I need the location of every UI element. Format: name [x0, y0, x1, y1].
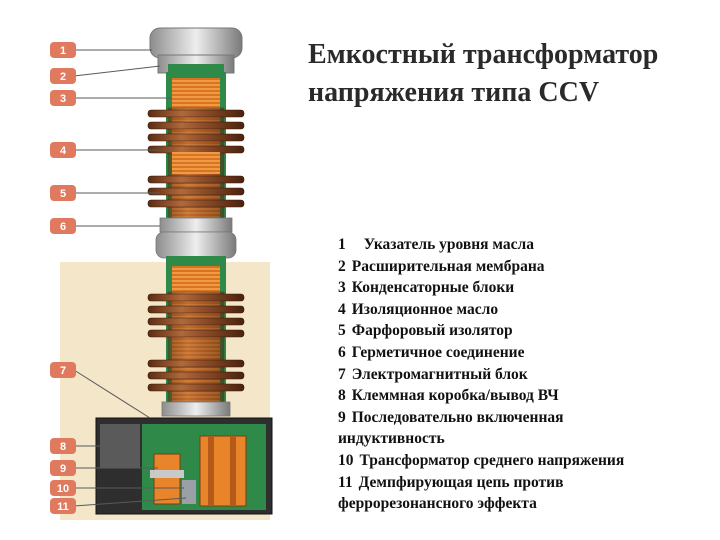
badge-8: 8 [50, 438, 76, 454]
legend-text: Герметичное соединение [351, 343, 525, 361]
oil-level-indicator-cap [149, 27, 243, 74]
badge-3: 3 [50, 90, 76, 106]
legend-num: 10 [338, 451, 354, 469]
legend-text: феррорезонансного эффекта [338, 495, 537, 513]
legend-num: 2 [338, 257, 346, 275]
svg-text:5: 5 [60, 188, 66, 200]
legend-text: Последовательно включенная [351, 408, 564, 426]
badge-6: 6 [50, 218, 76, 234]
badge-11: 11 [50, 498, 76, 514]
legend-item-continuation: индуктивность [338, 428, 708, 450]
svg-text:11: 11 [57, 501, 69, 513]
badge-10: 10 [50, 480, 76, 496]
legend-num: 8 [338, 387, 346, 405]
svg-text:2: 2 [60, 71, 66, 83]
legend-item: 2 Расширительная мембрана [338, 256, 708, 278]
svg-text:10: 10 [57, 483, 69, 495]
badge-2: 2 [50, 68, 76, 84]
legend-text: Демпфирующая цепь против [358, 473, 564, 491]
legend-text: Клеммная коробка/вывод ВЧ [351, 387, 559, 405]
svg-text:4: 4 [60, 145, 67, 157]
legend-item: 3 Конденсаторные блоки [338, 277, 708, 299]
callout-arrows [73, 49, 187, 507]
terminal-box [100, 424, 140, 468]
capacitor-block [172, 152, 220, 174]
damping-circuit [182, 480, 196, 504]
legend-num: 5 [338, 322, 346, 340]
badge-1: 1 [50, 42, 76, 58]
svg-text:9: 9 [60, 463, 66, 475]
slide-title: Емкостный трансформатор напряжения типа … [308, 36, 708, 112]
legend-list: 1 Указатель уровня масла 2 Расширительная … [338, 234, 708, 515]
legend-text: Фарфоровый изолятор [351, 322, 513, 340]
callout-badges: 1 2 3 4 5 6 7 8 9 10 11 [50, 42, 76, 514]
svg-text:8: 8 [60, 441, 66, 453]
legend-item: 8 Клеммная коробка/вывод ВЧ [338, 385, 708, 407]
badge-4: 4 [50, 142, 76, 158]
legend-text: Расширительная мембрана [351, 257, 545, 275]
legend-item-continuation: феррорезонансного эффекта [338, 493, 708, 515]
legend-num: 4 [338, 300, 346, 318]
legend-num: 1 [338, 236, 346, 253]
legend-num: 11 [338, 473, 353, 491]
legend-num: 3 [338, 279, 346, 297]
badge-7: 7 [50, 362, 76, 378]
legend-item: 1 Указатель уровня масла [338, 234, 708, 256]
sealed-joint [155, 217, 237, 264]
legend-num: 7 [338, 365, 346, 383]
title-line-1: Емкостный трансформатор [308, 39, 659, 70]
badge-5: 5 [50, 185, 76, 201]
medium-voltage-transformer [199, 435, 247, 507]
legend-text: Трансформатор среднего напряжения [359, 451, 625, 469]
svg-text:6: 6 [60, 221, 66, 233]
legend-text: Электромагнитный блок [351, 365, 528, 383]
legend-item: 5 Фарфоровый изолятор [338, 320, 708, 342]
svg-text:1: 1 [60, 45, 66, 57]
legend-item: 10 Трансформатор среднего напряжения [338, 450, 708, 472]
title-line-2: напряжения типа CCV [308, 77, 600, 108]
legend-text: Указатель уровня масла [363, 236, 534, 253]
svg-text:3: 3 [60, 93, 66, 105]
legend-text: Конденсаторные блоки [351, 279, 515, 297]
legend-num: 9 [338, 408, 346, 426]
legend-num: 6 [338, 343, 346, 361]
legend-text: Изоляционное масло [351, 300, 499, 318]
base-flange [161, 401, 231, 417]
legend-item: 6 Герметичное соединение [338, 342, 708, 364]
legend-text: индуктивность [338, 430, 445, 448]
lower-porcelain-insulator [147, 291, 245, 403]
electromagnetic-unit-base [95, 417, 273, 515]
legend-item: 11 Демпфирующая цепь против [338, 472, 708, 494]
legend-item: 9 Последовательно включенная [338, 407, 708, 429]
series-inductance [153, 453, 181, 505]
badge-9: 9 [50, 460, 76, 476]
legend-item: 4 Изоляционное масло [338, 299, 708, 321]
legend-item: 7 Электромагнитный блок [338, 364, 708, 386]
svg-text:7: 7 [60, 365, 66, 377]
